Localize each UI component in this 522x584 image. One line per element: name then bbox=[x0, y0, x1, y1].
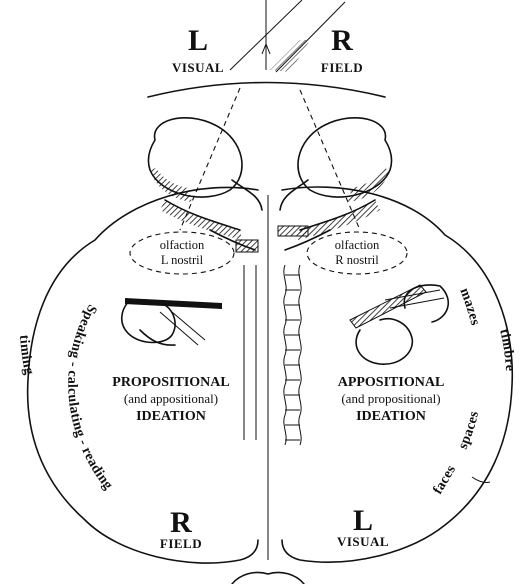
left-ideation-line1: PROPOSITIONAL bbox=[112, 375, 229, 390]
top-right-letter: R bbox=[331, 24, 353, 57]
bottom-left-letter: R bbox=[170, 506, 192, 539]
skill-mazes: mazes bbox=[456, 286, 482, 327]
eyes bbox=[148, 118, 391, 210]
skill-reading: reading bbox=[78, 445, 115, 493]
optic-pathways bbox=[180, 88, 360, 230]
bottom-right-word: VISUAL bbox=[337, 534, 389, 549]
left-olfaction-line2: L nostril bbox=[161, 253, 204, 267]
skill-speaking: Speaking bbox=[66, 302, 99, 360]
left-ideation-line2: (and appositional) bbox=[124, 391, 218, 406]
right-ideation-line3: IDEATION bbox=[356, 409, 426, 424]
brainstem bbox=[244, 265, 301, 445]
right-olfaction-line1: olfaction bbox=[335, 238, 380, 252]
top-left-word: VISUAL bbox=[172, 60, 224, 75]
retina-arc bbox=[148, 83, 385, 98]
skill-timing-arc: timing bbox=[16, 334, 36, 376]
left-olfaction-line1: olfaction bbox=[160, 238, 205, 252]
right-ideation-line1: APPOSITIONAL bbox=[338, 375, 445, 390]
skill-mazes-arc: mazes bbox=[456, 286, 482, 327]
left-hemisphere-labels: olfaction L nostril PROPOSITIONAL (and a… bbox=[16, 238, 230, 493]
skill-timing: timing bbox=[16, 334, 36, 376]
skill-timbre-arc: timbre bbox=[496, 327, 517, 371]
skill-calculating: calculating bbox=[64, 370, 88, 439]
skill-faces-arc: faces bbox=[431, 463, 460, 497]
field-hatch bbox=[270, 40, 310, 72]
bottom-visual-labels: R FIELD L VISUAL bbox=[160, 504, 389, 551]
bottom-left-word: FIELD bbox=[160, 536, 202, 551]
right-olfaction-line2: R nostril bbox=[335, 253, 379, 267]
left-skills-arc: Speaking - calculating - reading bbox=[64, 302, 115, 493]
right-hemisphere-labels: olfaction R nostril APPOSITIONAL (and pr… bbox=[335, 238, 517, 497]
skill-spaces: spaces bbox=[456, 410, 482, 452]
skill-spaces-arc: spaces bbox=[456, 410, 482, 452]
left-eye-hatch bbox=[150, 168, 192, 202]
guitar-hand-icon bbox=[350, 285, 448, 364]
bottom-right-letter: L bbox=[353, 504, 373, 537]
top-right-word: FIELD bbox=[321, 60, 363, 75]
skill-timbre: timbre bbox=[496, 327, 517, 371]
top-visual-labels: L VISUAL R FIELD bbox=[172, 24, 363, 75]
cerebellum-curve bbox=[232, 572, 304, 584]
writing-hand-icon bbox=[122, 298, 222, 345]
left-ideation-line3: IDEATION bbox=[136, 409, 206, 424]
top-left-letter: L bbox=[188, 24, 208, 57]
skill-faces: faces bbox=[431, 463, 460, 497]
right-ideation-line2: (and propositional) bbox=[341, 391, 440, 406]
